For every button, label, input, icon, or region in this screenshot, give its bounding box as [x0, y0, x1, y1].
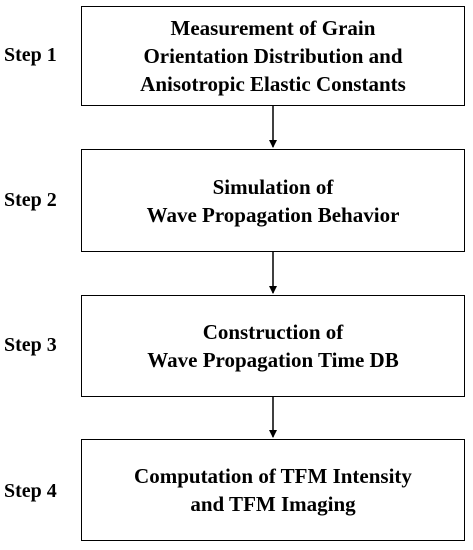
step-3-text: Construction of Wave Propagation Time DB [147, 320, 399, 372]
step-4-box: Computation of TFM Intensity and TFM Ima… [81, 439, 465, 541]
step-2-text: Simulation of Wave Propagation Behavior [146, 174, 400, 227]
step-1-box: Measurement of Grain Orientation Distrib… [81, 6, 465, 106]
step-1-text: Measurement of Grain Orientation Distrib… [140, 16, 406, 96]
step-4-label: Step 4 [4, 480, 57, 502]
step-1-label: Step 1 [4, 44, 57, 66]
step-2-label: Step 2 [4, 189, 57, 211]
step-3-box: Construction of Wave Propagation Time DB [81, 295, 465, 397]
step-2-box: Simulation of Wave Propagation Behavior [81, 149, 465, 252]
step-3-label: Step 3 [4, 334, 57, 356]
step-4-text: Computation of TFM Intensity and TFM Ima… [134, 464, 412, 516]
